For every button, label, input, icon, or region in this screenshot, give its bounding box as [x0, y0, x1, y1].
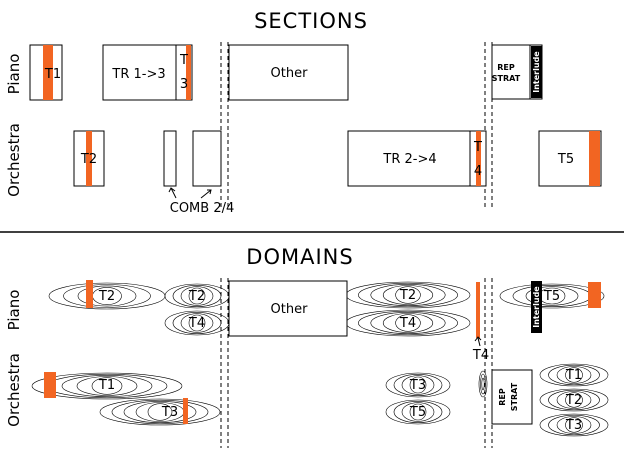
svg-text:Other: Other	[271, 302, 309, 317]
svg-text:T1: T1	[44, 67, 61, 82]
domain-label-orchestra-t3: T3	[161, 405, 178, 420]
sections-row-label-piano: Piano	[5, 54, 23, 95]
domain-ripple	[539, 413, 609, 437]
theme-marker	[86, 280, 93, 308]
svg-text:3: 3	[180, 77, 188, 92]
svg-text:STRAT: STRAT	[492, 74, 521, 83]
theme-marker	[476, 131, 481, 186]
domain-ripple	[539, 388, 609, 412]
domain-label-orchestra-t3: T3	[565, 418, 582, 433]
domain-label-piano-t2: T2	[98, 289, 115, 304]
domain-label-piano-t2: T2	[399, 288, 416, 303]
section-block-tr24: TR 2->4 T 4	[347, 130, 487, 187]
theme-marker	[589, 131, 600, 186]
domain-ripple	[48, 282, 166, 310]
t4-arrow-annotation: T4	[472, 336, 489, 363]
domain-ripple	[99, 398, 221, 426]
domain-ripple	[385, 399, 451, 425]
domains-row-label-piano: Piano	[5, 290, 23, 331]
domain-block-other: Other	[228, 280, 348, 337]
domain-label-piano-t5: T5	[543, 289, 560, 304]
svg-text:TR 1->3: TR 1->3	[111, 67, 165, 82]
domain-label-orchestra-t1: T1	[565, 368, 582, 383]
svg-text:STRAT: STRAT	[510, 382, 519, 411]
svg-text:T2: T2	[80, 152, 97, 167]
theme-marker	[43, 45, 53, 100]
domain-label-piano-t4: T4	[399, 316, 416, 331]
sections-title: SECTIONS	[254, 9, 368, 33]
domain-block-rep-strat: REP STRAT	[491, 369, 533, 425]
comb-block-b	[192, 130, 222, 187]
theme-marker	[476, 282, 480, 338]
svg-text:T: T	[179, 53, 188, 68]
svg-text:T5: T5	[557, 152, 574, 167]
svg-text:COMB 2/4: COMB 2/4	[170, 201, 235, 216]
domain-label-piano-t4: T4	[188, 316, 205, 331]
comb-annotation: COMB 2/4	[168, 187, 235, 216]
section-block-other: Other	[228, 44, 349, 101]
domain-ripple	[539, 363, 609, 387]
domains-row-label-orchestra: Orchestra	[5, 353, 23, 427]
section-block-t2: T2	[73, 130, 105, 187]
svg-text:REP: REP	[497, 63, 515, 72]
comb-block-a	[163, 130, 177, 187]
svg-text:T: T	[473, 140, 482, 155]
svg-text:TR 2->4: TR 2->4	[382, 152, 436, 167]
small-ripple-icon	[478, 370, 488, 398]
domain-block-interlude: Interlude	[531, 281, 542, 333]
theme-marker	[588, 282, 601, 308]
section-block-t5: T5	[538, 130, 602, 187]
theme-marker	[86, 131, 92, 186]
svg-text:4: 4	[474, 164, 482, 179]
section-block-rep-strat: REP STRAT Interlude	[491, 44, 543, 100]
domain-ripple	[164, 283, 230, 309]
domain-ripple	[385, 372, 451, 398]
svg-text:REP: REP	[498, 388, 507, 406]
domain-label-orchestra-t5: T5	[409, 405, 426, 420]
section-block-tr13: TR 1->3 T 3	[102, 44, 193, 101]
domain-ripple	[31, 372, 183, 400]
domain-label-orchestra-t3: T3	[409, 378, 426, 393]
svg-text:Interlude: Interlude	[532, 286, 541, 328]
theme-marker	[44, 372, 56, 398]
sections-row-label-orchestra: Orchestra	[5, 123, 23, 197]
svg-text:Interlude: Interlude	[532, 51, 541, 93]
domain-label-orchestra-t1: T1	[98, 378, 115, 393]
theme-marker	[183, 398, 188, 424]
domain-label-orchestra-t2: T2	[565, 393, 582, 408]
svg-text:Other: Other	[271, 66, 309, 81]
svg-text:T4: T4	[472, 348, 489, 363]
domain-ripple	[499, 283, 605, 309]
domains-title: DOMAINS	[246, 245, 353, 269]
domain-label-piano-t2: T2	[188, 289, 205, 304]
section-block-t1: T1	[29, 44, 63, 101]
theme-marker	[186, 45, 191, 100]
